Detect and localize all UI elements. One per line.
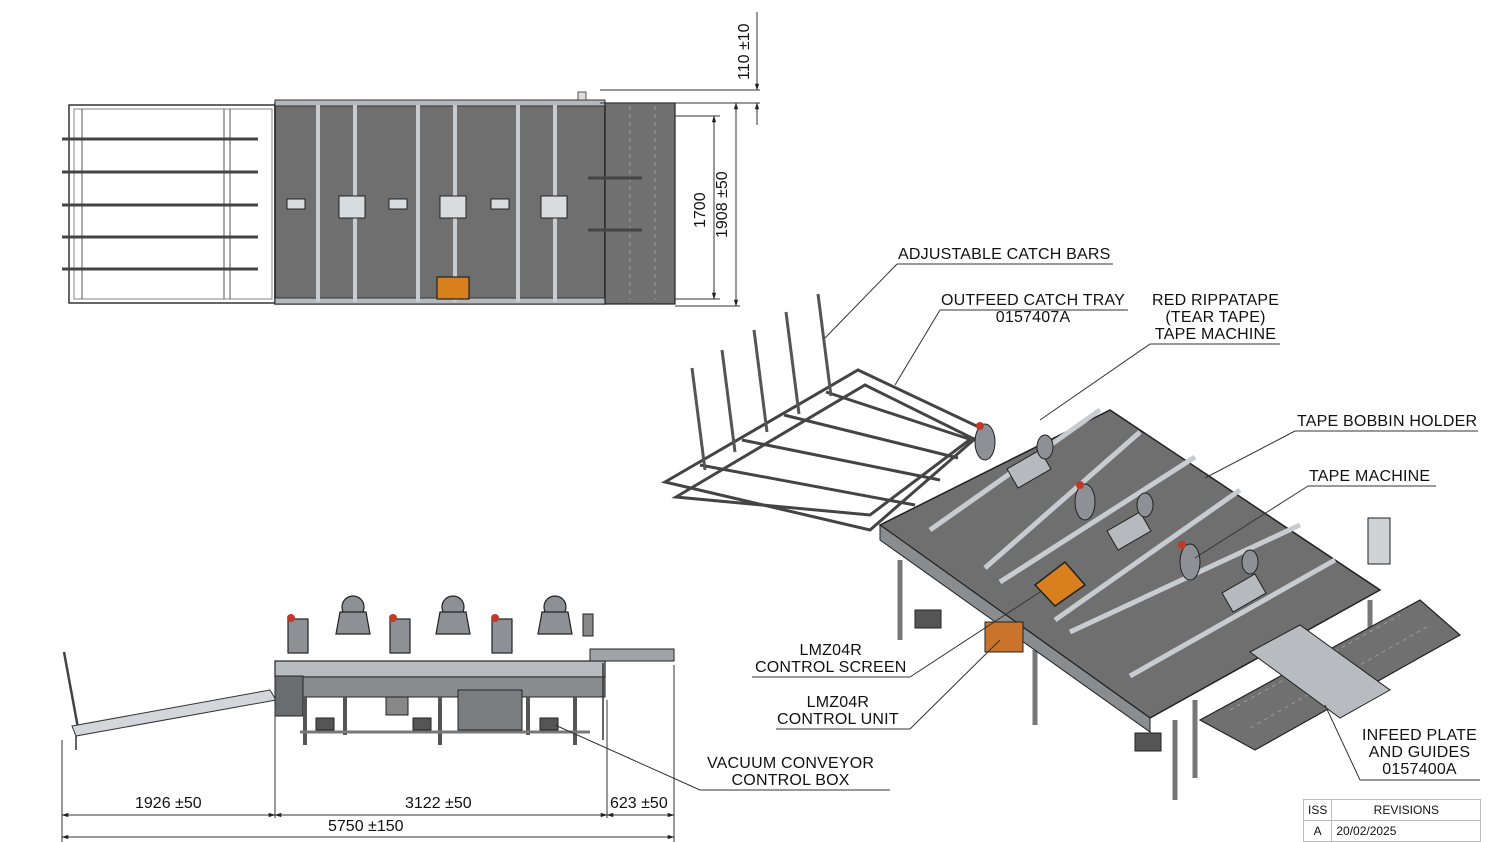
revision-row: A 20/02/2025 <box>1302 820 1482 842</box>
revision-table: ISS REVISIONS A 20/02/2025 <box>1302 799 1482 842</box>
elevation-dimensions <box>61 665 675 842</box>
leader-lines <box>554 263 1480 791</box>
callout-bobbin-holder: TAPE BOBBIN HOLDER <box>1297 413 1477 430</box>
callout-vacuum-box-line2: CONTROL BOX <box>731 772 850 789</box>
callout-control-screen: LMZ04R CONTROL SCREEN <box>755 642 907 676</box>
callout-control-unit-line1: LMZ04R <box>806 694 870 711</box>
callout-outfeed-tray-line2: 0157407A <box>995 309 1071 326</box>
dim-top-offset: 110 ±10 <box>736 23 753 80</box>
plan-view <box>62 91 676 305</box>
callout-red-tape-machine: RED RIPPATAPE (TEAR TAPE) TAPE MACHINE <box>1152 292 1279 343</box>
control-screen-plan <box>436 276 470 300</box>
callout-red-tape-line2: (TEAR TAPE) <box>1165 309 1266 326</box>
callout-catch-bars-text: ADJUSTABLE CATCH BARS <box>898 246 1111 263</box>
callout-red-tape-line1: RED RIPPATAPE <box>1152 292 1280 309</box>
callout-vacuum-box: VACUUM CONVEYOR CONTROL BOX <box>707 755 874 789</box>
revision-iss: A <box>1302 820 1333 842</box>
revision-col-iss: ISS <box>1302 799 1333 821</box>
dim-infeed-length: 623 ±50 <box>610 795 668 812</box>
plan-dimensions <box>600 12 760 307</box>
callout-control-screen-line1: LMZ04R <box>799 642 863 659</box>
dim-inner-width: 1700 <box>692 192 709 228</box>
callout-control-unit: LMZ04R CONTROL UNIT <box>777 694 899 728</box>
revision-header-row: ISS REVISIONS <box>1302 799 1482 821</box>
isometric-view <box>660 293 1462 800</box>
callout-infeed-plate: INFEED PLATE AND GUIDES 0157400A <box>1362 727 1477 778</box>
callout-bobbin-holder-text: TAPE BOBBIN HOLDER <box>1297 413 1478 430</box>
catch-bars-plan <box>62 137 258 271</box>
elevation-view <box>62 595 675 750</box>
callout-catch-bars: ADJUSTABLE CATCH BARS <box>898 246 1111 263</box>
dim-catch-length: 1926 ±50 <box>135 795 202 812</box>
callout-tape-machine-text: TAPE MACHINE <box>1309 468 1431 485</box>
callout-infeed-line1: INFEED PLATE <box>1362 727 1478 744</box>
callout-outfeed-tray: OUTFEED CATCH TRAY 0157407A <box>941 292 1125 326</box>
revision-col-revisions: REVISIONS <box>1331 799 1482 821</box>
control-unit-iso <box>984 621 1024 653</box>
dim-outer-width: 1908 ±50 <box>714 171 731 238</box>
control-screen-iso <box>1033 560 1087 607</box>
callout-control-unit-line2: CONTROL UNIT <box>777 711 899 728</box>
callout-vacuum-box-line1: VACUUM CONVEYOR <box>707 755 875 772</box>
callout-outfeed-tray-line1: OUTFEED CATCH TRAY <box>941 292 1126 309</box>
callout-tape-machine: TAPE MACHINE <box>1309 468 1430 485</box>
dim-conveyor-length: 3122 ±50 <box>405 795 472 812</box>
callout-control-screen-line2: CONTROL SCREEN <box>755 659 907 676</box>
callout-infeed-line2: AND GUIDES <box>1368 744 1471 761</box>
dim-overall-length: 5750 ±150 <box>328 818 404 835</box>
callout-red-tape-line3: TAPE MACHINE <box>1154 326 1277 343</box>
revision-date: 20/02/2025 <box>1331 820 1482 842</box>
callout-infeed-line3: 0157400A <box>1382 761 1457 778</box>
